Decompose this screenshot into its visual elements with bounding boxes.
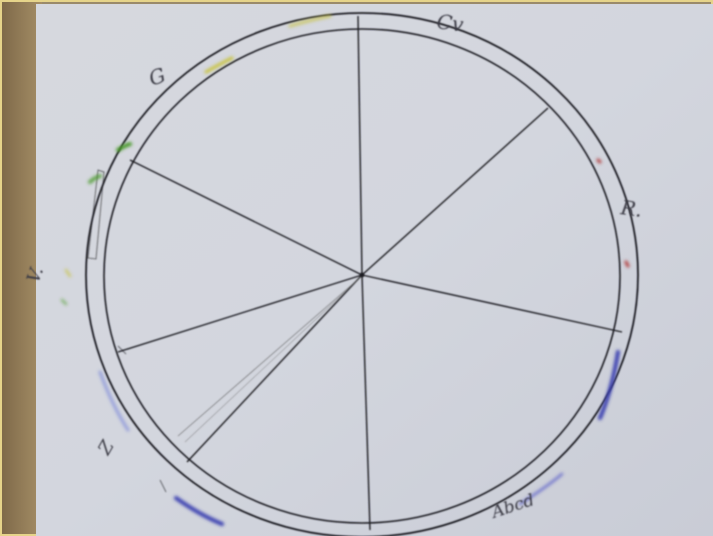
label-cv: Cv [435,9,465,37]
label-r: R. [618,195,644,222]
red-mark [626,262,628,266]
paper-sheet [36,4,713,536]
red-mark [598,160,600,162]
